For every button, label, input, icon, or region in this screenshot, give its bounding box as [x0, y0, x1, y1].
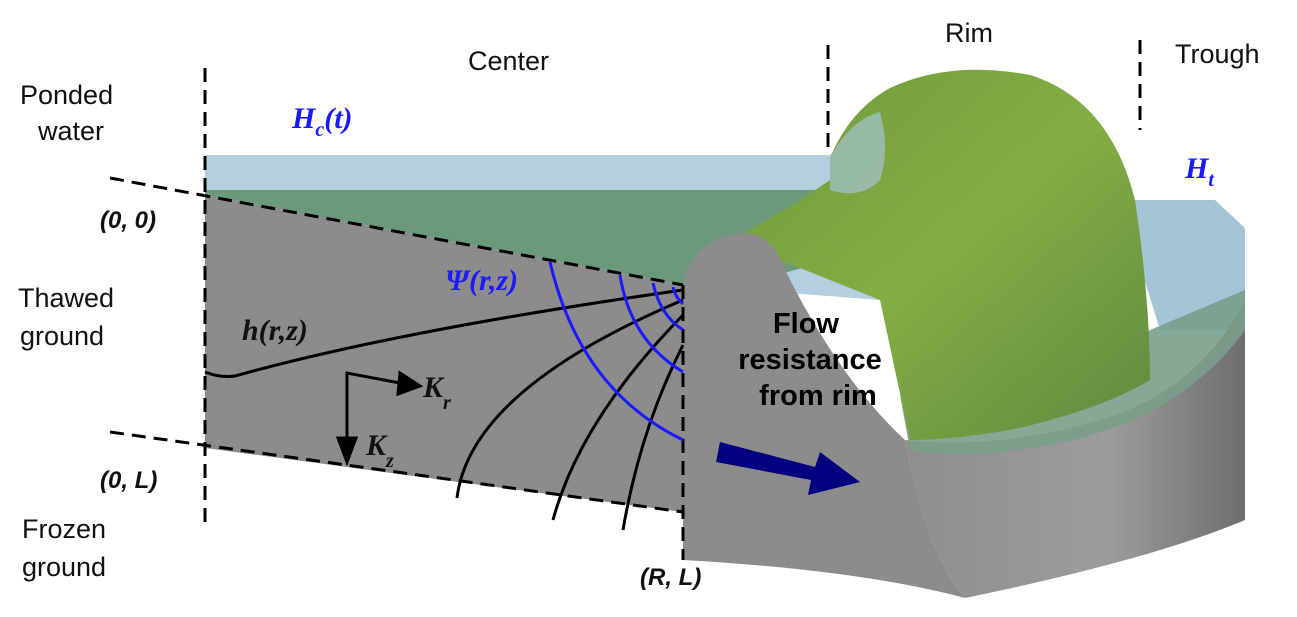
label-trough: Trough — [1175, 39, 1260, 69]
trough-water — [1120, 200, 1245, 330]
coord-corner: (R, L) — [640, 564, 701, 591]
hc-label: Hc(t) — [291, 102, 353, 141]
label-rim: Rim — [945, 18, 993, 48]
ht-label: Ht — [1184, 152, 1215, 191]
k-axes — [335, 370, 424, 467]
flow-arrow — [716, 442, 860, 495]
coord-bottom: (0, L) — [100, 467, 157, 494]
kr-label: Kr — [422, 371, 451, 414]
label-center: Center — [468, 46, 549, 76]
outer-wall — [905, 300, 1245, 598]
label-frozen: Frozen — [22, 514, 106, 544]
coord-origin: (0, 0) — [100, 207, 156, 234]
label-water: water — [37, 116, 104, 146]
thawed-ground-face — [205, 195, 683, 512]
equipotential-lines — [548, 261, 685, 442]
label-frozen-ground: ground — [22, 552, 106, 582]
psi-label: Ψ(r,z) — [445, 264, 518, 297]
label-thawed: Thawed — [18, 283, 114, 313]
rim-inner-water — [830, 112, 885, 194]
rim-cross-section — [683, 233, 965, 598]
kz-label: Kz — [365, 429, 394, 472]
flow-resistance-label: Flow resistance from rim — [738, 308, 890, 412]
boundary-dashes — [109, 40, 1142, 560]
head-label: h(r,z) — [242, 314, 308, 347]
label-thawed-ground: ground — [20, 321, 104, 351]
label-ponded: Ponded — [20, 80, 113, 110]
